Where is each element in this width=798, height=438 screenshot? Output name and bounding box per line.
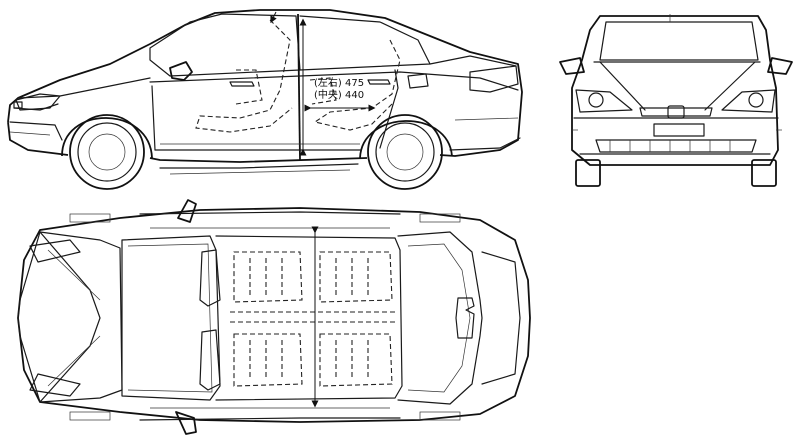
side-tail-light — [469, 65, 519, 93]
side-front-arch — [61, 117, 153, 159]
side-b-pillar — [297, 13, 301, 161]
dimension-label-center: (中央) 440 — [314, 88, 364, 101]
side-front-wheel — [69, 114, 145, 190]
front-tyre-right — [751, 159, 777, 187]
top-dashed-interior — [230, 251, 396, 387]
front-mirror-left — [559, 57, 585, 75]
side-body-outline — [7, 9, 523, 163]
top-body-outline — [17, 207, 531, 423]
side-rear-arch — [359, 120, 453, 159]
front-mirror-right — [767, 57, 793, 75]
side-mirror — [169, 61, 193, 81]
side-rear-wheel — [367, 114, 443, 190]
front-tyre-left — [575, 159, 601, 187]
top-rear-window — [397, 231, 483, 405]
top-view — [17, 199, 531, 435]
front-view — [559, 14, 793, 187]
front-headlight-right — [721, 89, 776, 113]
top-roof — [215, 235, 403, 401]
side-view — [7, 9, 523, 190]
top-front-seats — [199, 249, 221, 307]
dimension-label-sides: (左右) 475 — [314, 76, 364, 89]
top-mirror-left — [177, 199, 197, 223]
front-body-outline — [571, 15, 779, 166]
side-rear-window — [299, 15, 431, 71]
top-trunk-emblem — [455, 297, 475, 339]
front-windshield — [599, 21, 759, 61]
front-headlight-left — [575, 89, 633, 113]
top-mirror-right — [175, 411, 197, 435]
top-windshield — [121, 235, 221, 401]
